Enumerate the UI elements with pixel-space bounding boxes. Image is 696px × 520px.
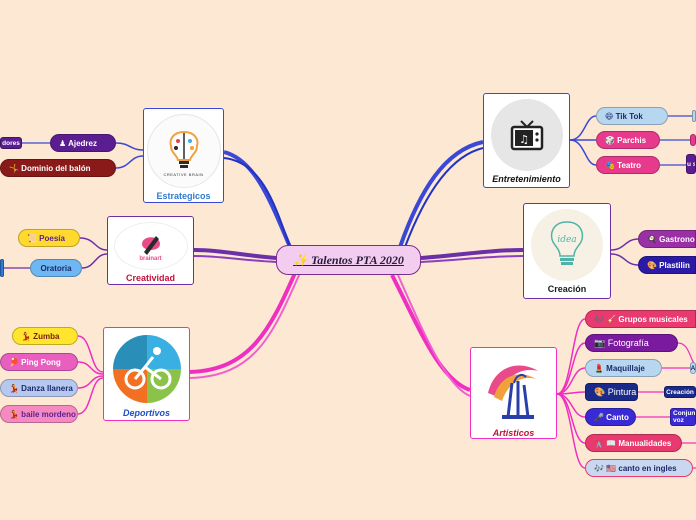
light-bulb-icon: idea	[531, 209, 603, 281]
topic-label: Estrategicos	[156, 191, 211, 201]
item-tik-tok[interactable]: 😄 Tik Tok	[596, 107, 668, 125]
tag-tiktok-child[interactable]	[692, 110, 696, 122]
item-parchis[interactable]: 🎲 Parchis	[596, 131, 660, 149]
topic-estrategicos[interactable]: CREATIVE BRAIN Estrategicos	[143, 108, 224, 203]
brain-bulb-icon: CREATIVE BRAIN	[146, 114, 221, 188]
topic-artisticos[interactable]: Artisticos	[470, 347, 557, 439]
item-fotografia[interactable]: 📷 Fotografía	[585, 334, 678, 352]
item-danza-llanera[interactable]: 💃 Danza llanera	[0, 379, 78, 397]
item-ping-pong[interactable]: 🏓 Ping Pong	[0, 353, 78, 371]
tag-maquillaje-child[interactable]: A	[690, 362, 696, 374]
topic-label: Creatividad	[125, 273, 176, 283]
item-plastilina[interactable]: 🎨 Plastilin	[638, 256, 696, 274]
logo-text: idea	[557, 235, 576, 245]
logo-text: CREATIVE BRAIN	[163, 171, 204, 177]
tag-oratoria-child[interactable]	[0, 259, 4, 277]
item-zumba[interactable]: 💃 Zumba	[12, 327, 78, 345]
tag-creacion[interactable]: Creación	[664, 386, 696, 398]
item-canto[interactable]: 🎤 Canto	[585, 408, 636, 426]
item-canto-en-ingles[interactable]: 🎶 🇺🇸 canto en ingles	[585, 459, 693, 477]
paint-brushes-icon	[477, 353, 550, 425]
item-teatro[interactable]: 🎭 Teatro	[596, 156, 660, 174]
tag-dores[interactable]: dores	[0, 137, 22, 149]
item-grupos-musicales[interactable]: 🎶 🎸 Grupos musicales	[585, 310, 696, 328]
item-poesia[interactable]: 📜 Poesía	[18, 229, 80, 247]
tag-parchis-child[interactable]	[690, 134, 696, 146]
item-pintura[interactable]: 🎨 Pintura	[585, 383, 638, 401]
topic-label: Entretenimiento	[492, 174, 561, 184]
cyclist-icon	[110, 333, 183, 405]
topic-entretenimiento[interactable]: ♫ Entretenimiento	[483, 93, 570, 188]
item-gastronomia[interactable]: 🍳 Gastrono	[638, 230, 696, 248]
topic-label: Deportivos	[122, 408, 170, 418]
topic-creacion[interactable]: idea Creación	[523, 203, 611, 299]
topic-label: Creación	[547, 284, 587, 294]
item-maquillaje[interactable]: 💄 Maquillaje	[585, 359, 662, 377]
tag-conjunto-voz[interactable]: Conjun voz	[670, 408, 696, 426]
item-ajedrez[interactable]: ♟ Ajedrez	[50, 134, 116, 152]
item-dominio-del-balon[interactable]: 🤸 Dominio del balón	[0, 159, 116, 177]
tag-teatro-child[interactable]: Gu se	[686, 154, 696, 174]
item-manualidades[interactable]: ✂️ 📖 Manualidades	[585, 434, 682, 452]
topic-creatividad[interactable]: brainart Creatividad	[107, 216, 194, 285]
central-topic[interactable]: ✨ Talentos PTA 2020	[276, 245, 421, 275]
topic-deportivos[interactable]: Deportivos	[103, 327, 190, 421]
item-oratoria[interactable]: Oratoria	[30, 259, 82, 277]
topic-label: Artisticos	[492, 428, 535, 438]
logo-text: brainart	[139, 256, 162, 262]
item-baile-mordeno[interactable]: 💃 baile mordeno	[0, 405, 78, 423]
tv-icon: ♫	[490, 99, 563, 171]
svg-text:♫: ♫	[519, 133, 529, 146]
pencil-brain-icon: brainart	[113, 222, 188, 270]
